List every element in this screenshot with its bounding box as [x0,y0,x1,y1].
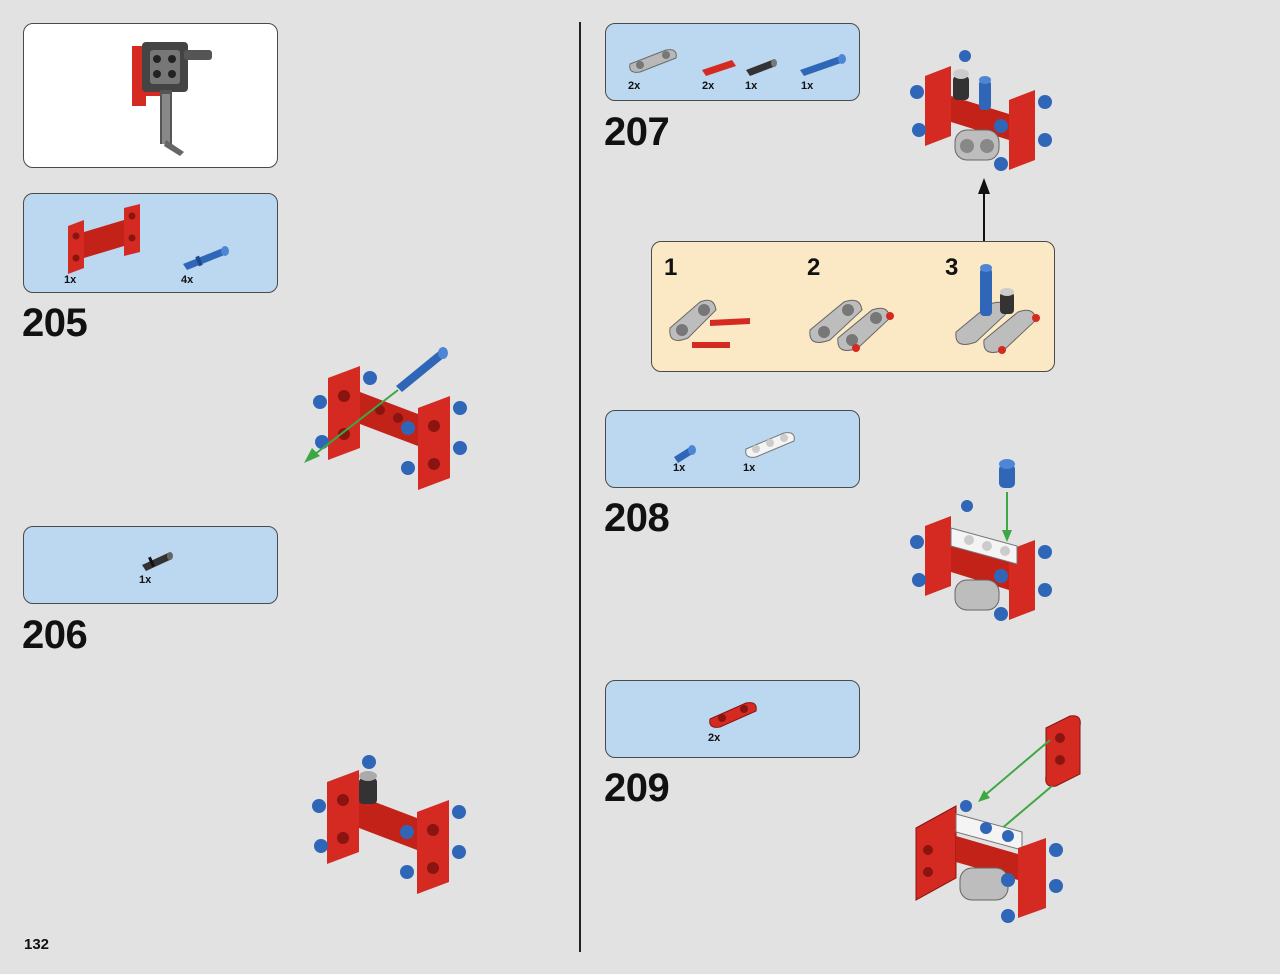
red-beam-icon [709,702,757,728]
qty-label: 2x [708,732,721,744]
substep-3-image [955,264,1040,354]
parts-list-207: 2x 2x 1x 1x [605,23,860,101]
page-divider [579,22,581,952]
step-number: 207 [604,110,670,154]
qty-label: 1x [745,80,758,92]
up-arrow [978,178,990,242]
submodel-image [132,42,212,156]
gray-beam-icon [629,49,677,73]
parts-list-205: 1x 4x [23,193,278,293]
step-number: 209 [604,766,670,810]
qty-label: 2x [628,80,641,92]
substep-number: 2 [807,254,821,281]
black-axle-pin-icon [746,59,777,76]
substep-callout-207: 1 2 3 [651,241,1055,372]
black-axle-pin-icon [142,552,173,571]
qty-label: 2x [702,80,715,92]
red-axle-icon [702,60,736,76]
step-205-assembly [304,347,467,490]
step-206-assembly [312,755,466,894]
step-207-assembly [910,50,1052,171]
blue-long-pin-icon [800,54,846,76]
qty-label: 4x [181,274,194,286]
substep-1-image [669,299,750,348]
parts-list-208: 1x 1x [605,410,860,488]
step-number: 208 [604,496,670,540]
step-208-assembly [910,459,1052,621]
substep-number: 1 [664,254,678,281]
qty-label: 1x [743,462,756,474]
step-209-assembly [915,715,1081,923]
page-number: 132 [24,936,50,953]
step-number: 206 [22,613,88,657]
step-number: 205 [22,301,88,345]
red-frame-icon [68,204,140,274]
blue-pin-icon [183,246,229,270]
parts-list-209: 2x [605,680,860,758]
submodel-callout [23,23,278,168]
qty-label: 1x [64,274,77,286]
substep-number: 3 [945,254,959,281]
blue-short-pin-icon [674,445,696,463]
substep-2-image [809,299,894,352]
qty-label: 1x [801,80,814,92]
qty-label: 1x [673,462,686,474]
white-beam-icon [745,432,795,458]
parts-list-206: 1x [23,526,278,604]
qty-label: 1x [139,574,152,586]
